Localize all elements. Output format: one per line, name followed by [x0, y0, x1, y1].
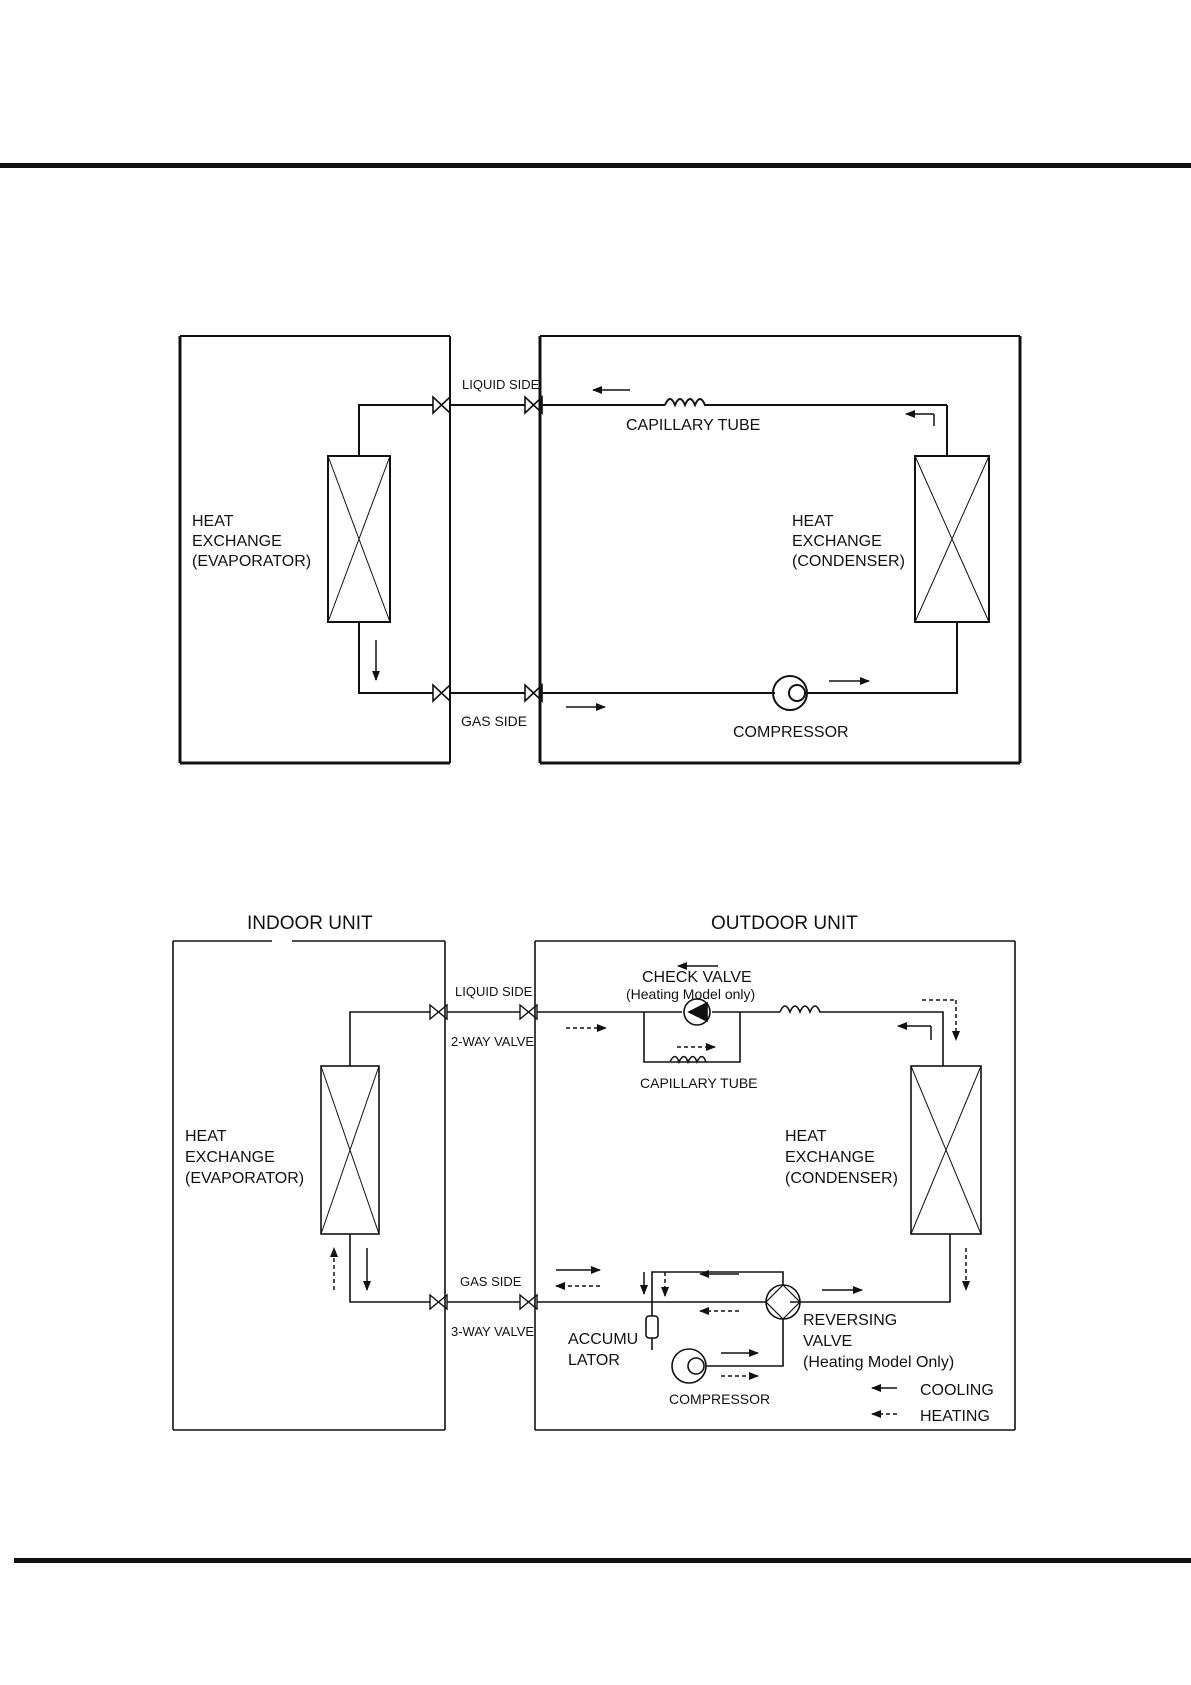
top-rule [0, 163, 1191, 168]
check-valve-note: (Heating Model only) [626, 986, 755, 1002]
reversing-valve-label-line2: VALVE [803, 1333, 852, 1350]
compressor-label-1: COMPRESSOR [733, 724, 849, 741]
diagram-1-labels: LIQUID SIDE GAS SIDE CAPILLARY TUBE COMP… [192, 377, 905, 741]
capillary-coil-1 [664, 398, 712, 408]
gas-side-label-2: GAS SIDE [460, 1274, 522, 1289]
capillary-coil-lower-2 [669, 1055, 707, 1065]
evaporator-label-line1-1: HEAT [192, 513, 234, 530]
capillary-tube-label-2: CAPILLARY TUBE [640, 1075, 758, 1091]
condenser-coil-2 [910, 1065, 982, 1235]
heating-arrows-2 [330, 999, 970, 1418]
compressor-label-2: COMPRESSOR [669, 1391, 770, 1407]
diagram-1 [178, 335, 1022, 765]
liquid-valves-1 [432, 395, 543, 415]
three-way-valve-label: 3-WAY VALVE [451, 1324, 534, 1339]
diagram-2 [172, 940, 1016, 1431]
accumulator-label-line1: ACCUMU [568, 1331, 638, 1348]
two-way-valve-label: 2-WAY VALVE [451, 1034, 534, 1049]
evaporator-label-line2-2: EXCHANGE [185, 1149, 275, 1166]
legend-heating-label: HEATING [920, 1408, 990, 1425]
condenser-label-line2-2: EXCHANGE [785, 1149, 875, 1166]
capillary-coil-upper-2 [779, 1005, 825, 1015]
condenser-label-line2-1: EXCHANGE [792, 533, 882, 550]
outdoor-unit-label: OUTDOOR UNIT [711, 913, 858, 934]
liquid-line-1 [358, 404, 948, 456]
accumulator-label-line2: LATOR [568, 1352, 620, 1369]
reversing-valve-piping [651, 1271, 784, 1367]
cooling-arrows-1 [372, 386, 935, 711]
gas-line-1 [358, 622, 958, 694]
condenser-label-line3-2: (CONDENSER) [785, 1170, 898, 1187]
gas-line-2 [349, 1234, 951, 1303]
compressor-1 [772, 675, 808, 711]
reversing-valve-label-line1: REVERSING [803, 1312, 897, 1329]
condenser-label-line3-1: (CONDENSER) [792, 553, 905, 570]
liquid-valves-2 [429, 1003, 538, 1021]
evaporator-coil-1 [327, 455, 391, 623]
condenser-coil-1 [914, 455, 990, 623]
reversing-valve-label-line3: (Heating Model Only) [803, 1354, 954, 1371]
indoor-unit-box-2 [172, 940, 446, 1431]
condenser-label-line1-1: HEAT [792, 513, 834, 530]
liquid-line-2 [349, 1011, 944, 1066]
liquid-side-label-1: LIQUID SIDE [462, 377, 540, 392]
evaporator-label-line3-2: (EVAPORATOR) [185, 1170, 304, 1187]
outdoor-unit-box-2 [534, 940, 1016, 1431]
check-valve-label: CHECK VALVE [642, 969, 752, 986]
compressor-2 [671, 1348, 707, 1384]
evaporator-label-line1-2: HEAT [185, 1128, 227, 1145]
diagram-2-labels: INDOOR UNIT OUTDOOR UNIT LIQUID SIDE 2-W… [185, 913, 994, 1425]
indoor-unit-label: INDOOR UNIT [247, 913, 373, 934]
evaporator-label-line2-1: EXCHANGE [192, 533, 282, 550]
gas-valves-1 [432, 683, 543, 703]
accumulator [645, 1302, 659, 1350]
bottom-rule [14, 1558, 1191, 1563]
evaporator-label-line3-1: (EVAPORATOR) [192, 553, 311, 570]
capillary-tube-label-1: CAPILLARY TUBE [626, 417, 760, 434]
legend-cooling-label: COOLING [920, 1382, 994, 1399]
check-valve [683, 998, 711, 1026]
liquid-side-label-2: LIQUID SIDE [455, 984, 533, 999]
evaporator-coil-2 [320, 1065, 380, 1235]
condenser-label-line1-2: HEAT [785, 1128, 827, 1145]
outdoor-unit-box-1 [538, 335, 1022, 765]
gas-side-label-1: GAS SIDE [461, 713, 527, 729]
cooling-arrows-2 [363, 962, 932, 1392]
gas-valves-2 [429, 1293, 538, 1311]
